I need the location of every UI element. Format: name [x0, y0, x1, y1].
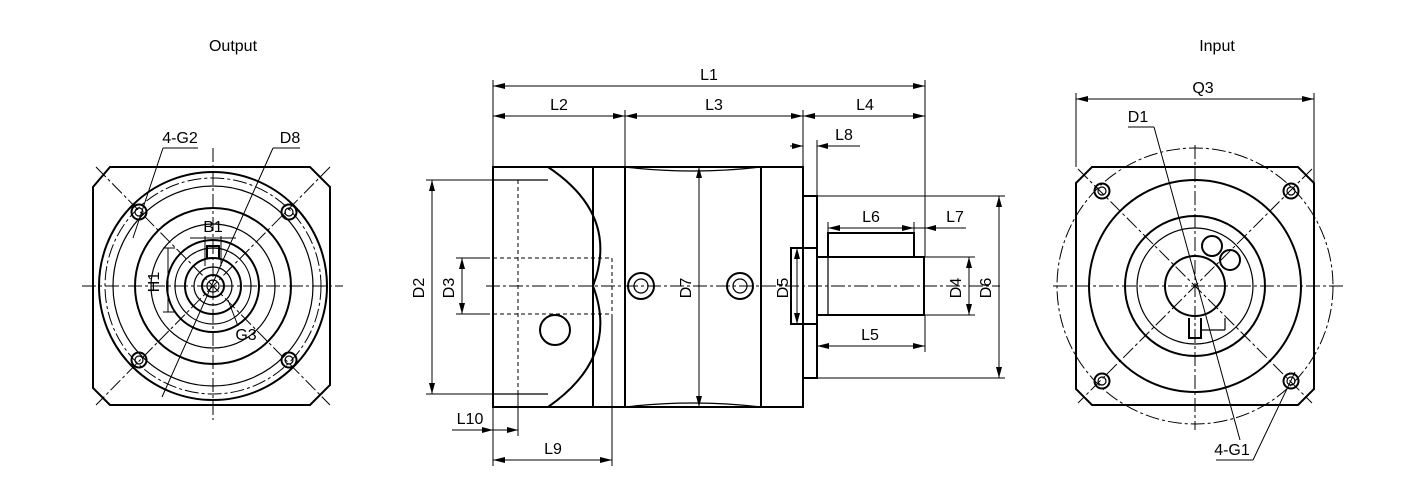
label-l5: L5 [861, 327, 879, 344]
label-d4: D4 [948, 278, 965, 299]
label-d1: D1 [1128, 109, 1149, 126]
label-l8: L8 [835, 127, 853, 144]
label-4-g1: 4-G1 [1214, 442, 1250, 459]
output-shaft [184, 257, 242, 315]
label-d3: D3 [441, 278, 458, 299]
label-b1: B1 [203, 219, 223, 236]
label-d2: D2 [411, 278, 428, 299]
side-housing [592, 166, 762, 408]
label-l3: L3 [705, 97, 723, 114]
input-bolt-holes [1093, 182, 1300, 390]
output-flange-outline [92, 166, 331, 406]
label-d5: D5 [775, 278, 792, 299]
label-q3: Q3 [1192, 80, 1213, 97]
input-bolt-pitch-circle [1056, 147, 1334, 425]
input-outer-ring [1088, 179, 1302, 393]
side-view: L1 L2 L3 L4 L8 L6 L7 [411, 67, 1005, 466]
side-housing-screws [627, 272, 754, 300]
input-view: Input Q3 [1053, 38, 1345, 461]
output-hub [166, 239, 260, 333]
label-g3: G3 [235, 327, 256, 344]
input-pilot-ring [1124, 215, 1266, 357]
output-bolt-holes [130, 203, 298, 369]
label-l9: L9 [544, 441, 562, 458]
output-view: Output 4-G2 [82, 38, 343, 420]
label-d7: D7 [678, 278, 695, 299]
side-output-flange [492, 166, 594, 408]
label-d6: D6 [978, 278, 995, 299]
label-l2: L2 [550, 97, 568, 114]
output-bolt-pitch-circle [104, 177, 322, 395]
label-l10: L10 [457, 411, 484, 428]
input-flange-outline [1075, 166, 1315, 406]
label-h1: H1 [146, 272, 163, 293]
label-l4: L4 [856, 97, 874, 114]
label-l7: L7 [946, 209, 964, 226]
input-view-title: Input [1199, 38, 1235, 55]
output-outer-ring [98, 171, 328, 401]
output-view-title: Output [209, 38, 258, 55]
input-shaft-bore [1164, 255, 1226, 317]
label-l6: L6 [862, 209, 880, 226]
label-l1: L1 [700, 67, 718, 84]
output-pilot-ring [134, 207, 292, 365]
label-4-g2: 4-G2 [162, 130, 198, 147]
label-d8: D8 [280, 130, 301, 147]
